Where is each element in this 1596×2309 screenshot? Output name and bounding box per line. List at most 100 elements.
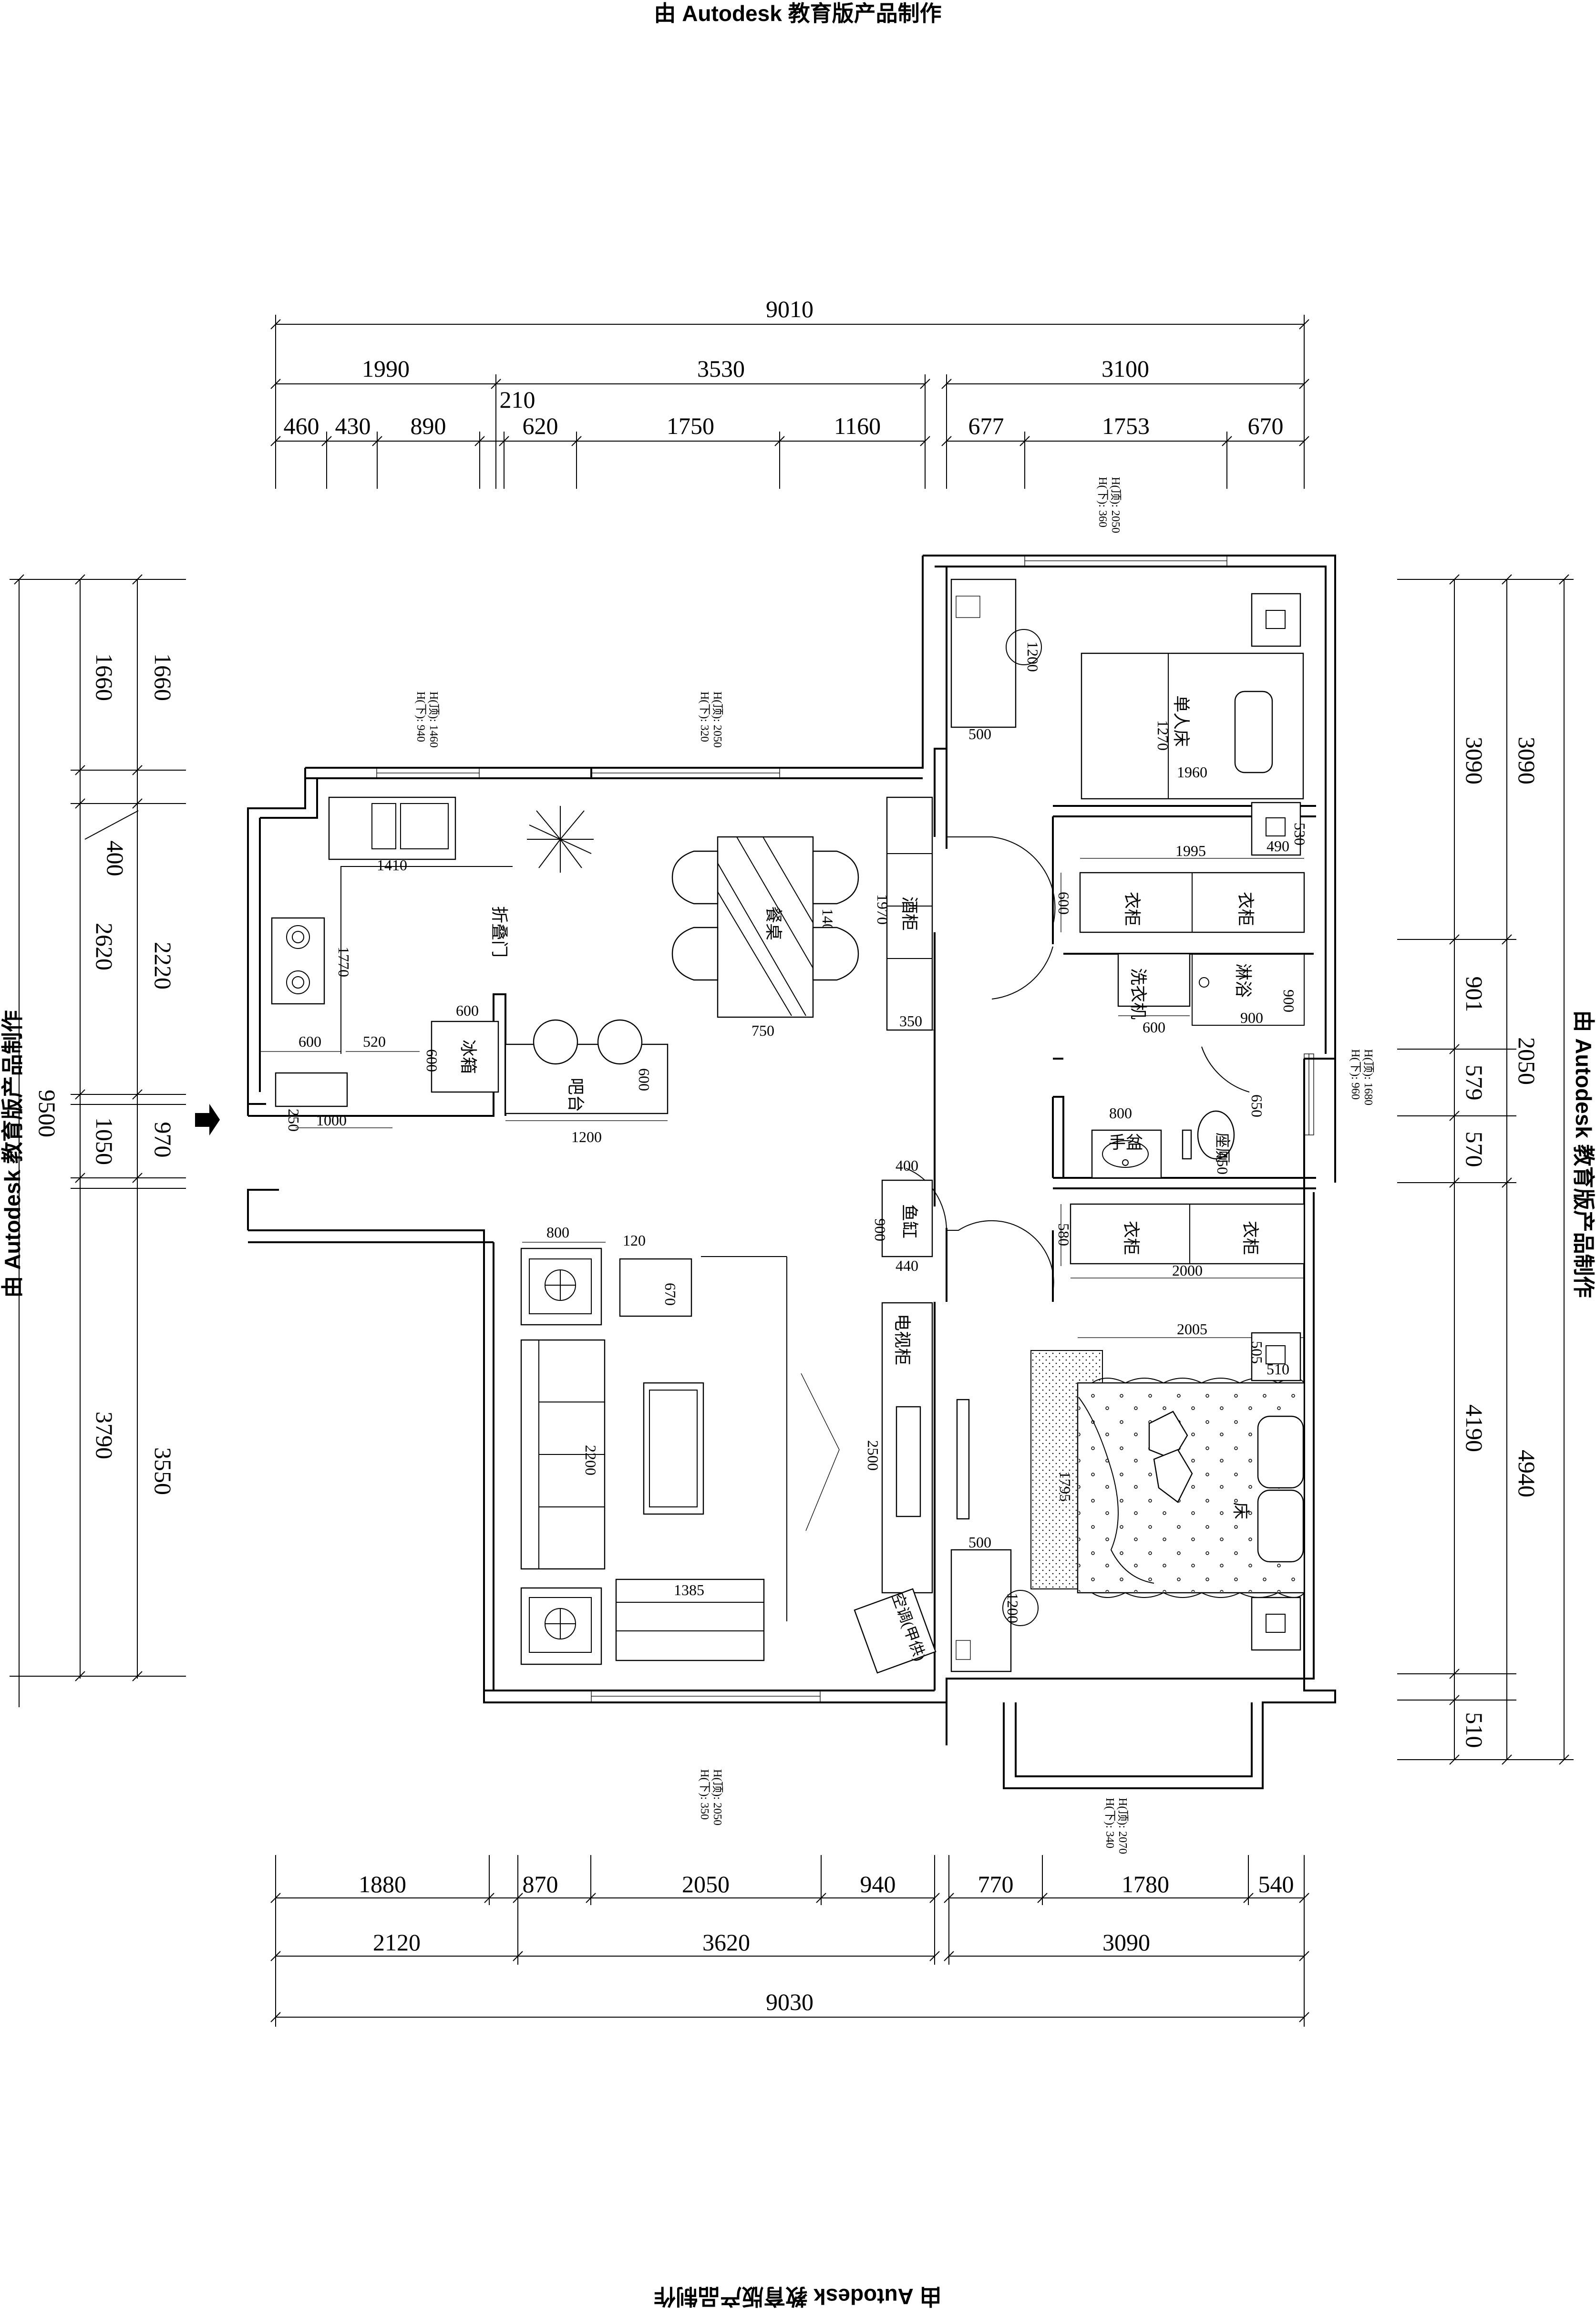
folding-door-label: 折叠门 [490,906,509,958]
bar-stool-1 [533,1019,578,1065]
fish-900: 900 [872,1218,889,1241]
note-dining-top: H(顶): 2050 [711,691,723,748]
pillow [1234,691,1273,773]
watermark-left: 由 Autodesk 教育版产品制作 [0,1010,25,1298]
chair-icon [1006,629,1042,665]
shower-label: 淋浴 [1234,963,1253,998]
dim-left-inner-4: 970 [150,1122,176,1158]
plant-icon [527,806,594,873]
dimensions-left: 1660 2620 1050 3790 1660 400 2220 970 35… [10,574,186,1707]
cushion-icon [1148,1411,1188,1460]
nightstand-3-dim: 505 [1248,1341,1266,1364]
dim-right-outer-2: 901 [1461,977,1488,1012]
sofa-dim: 2200 [582,1445,599,1475]
shower-w: 900 [1240,1009,1263,1026]
basin-counter [1091,1129,1162,1179]
dining-chair-3 [812,850,859,905]
armchair-2 [520,1587,602,1665]
dim-bottom-row1-6: 1780 [1122,1871,1169,1897]
dim-right-inner-3: 4940 [1514,1450,1540,1497]
wardrobe-2-depth: 580 [1055,1223,1072,1246]
sink-dim: 1410 [377,856,407,874]
dining-chair-4 [812,927,859,981]
k600a-dim: 600 [299,1033,321,1050]
dim-right-outer-5: 4190 [1461,1404,1488,1452]
bed-2-w: 1795 [1057,1471,1074,1502]
pillow-2a [1257,1415,1304,1489]
fish-440: 440 [896,1257,918,1274]
side-670: 670 [662,1283,679,1306]
note-dining-bottom: H(下): 320 [698,691,710,742]
bedroom-2: 580 衣柜 衣柜 2000 2005 床 1795 505 510 500 1… [950,1203,1305,1672]
dim-top-overall: 9010 [766,296,813,322]
shower [1192,953,1305,1026]
dim-bottom-row1-7: 540 [1258,1871,1294,1897]
dim-top-row2-2: 3530 [697,355,745,382]
watermark-right: 由 Autodesk 教育版产品制作 [1571,1010,1596,1298]
wardrobe-1a-label: 衣柜 [1122,892,1142,926]
counter-low [275,1072,348,1107]
kitchen: 1410 1770 600 520 250 1000 冰箱 600 600 折叠… [260,796,669,1145]
dining-label: 餐桌 [764,906,783,940]
basin-dim: 800 [1109,1104,1132,1122]
bar-stool-2 [597,1019,643,1065]
nightstand-3 [1251,1332,1301,1381]
dim-left-outer-1: 1660 [91,653,118,701]
single-bed-w: 1960 [1177,763,1207,781]
nightstand-1 [1251,593,1301,647]
dim-top-row3-3: 890 [411,412,446,439]
desk [950,578,1017,728]
coffee-table [643,1382,704,1515]
toilet-label: 座厕 [1214,1133,1231,1163]
counter-dim: 1770 [335,947,352,977]
dim-left-outer-3: 1050 [91,1117,118,1165]
fridge-w: 600 [456,1002,479,1019]
side-120: 120 [623,1232,646,1249]
fridge-label: 冰箱 [459,1040,478,1074]
wardrobe-2 [1070,1203,1305,1265]
wardrobe-1b-label: 衣柜 [1236,892,1255,926]
dim-top-row3-7: 677 [968,412,1004,439]
dimensions-bottom: 1880 870 2050 940 770 1780 540 2120 3620… [270,1855,1309,2027]
watermark-top: 由 Autodesk 教育版产品制作 [654,1,941,26]
dimensions-top: 9010 1990 3530 3100 210 460 430 890 620 … [270,296,1309,489]
k250-dim: 250 [285,1109,302,1132]
dining-table [717,836,814,1018]
armchair-1 [520,1247,602,1326]
dim-top-small: 210 [500,386,535,413]
dim-top-row2-3: 3100 [1102,355,1149,382]
desk-dim: 500 [968,725,991,742]
fridge-d: 600 [423,1049,441,1072]
k1000-dim: 1000 [316,1112,347,1129]
dim-right-outer-3: 579 [1461,1065,1488,1101]
single-bed-len: 1270 [1154,720,1172,751]
dimensions-right: 3090 901 579 570 4190 510 3090 2050 4940 [1397,574,1574,1765]
dim-left-outer-4: 3790 [91,1412,118,1459]
note-kitchen-top: H(顶): 1460 [427,691,440,748]
note-bedroom2-bottom: H(下): 340 [1103,1798,1116,1848]
single-bed-label: 单人床 [1172,695,1191,747]
desk-2-dim: 500 [968,1534,991,1551]
dim-bottom-row1-2: 870 [523,1871,558,1897]
bar-dim: 1200 [571,1128,602,1145]
dim-bottom-row2-2: 3620 [702,1929,750,1956]
burner-icon-2 [286,970,310,994]
nightstand-dim: 490 [1267,837,1289,855]
tv [896,1406,921,1517]
dim-top-row2-1: 1990 [362,355,410,382]
dim-bottom-row2-1: 2120 [373,1929,421,1956]
fish-tank-label: 鱼缸 [900,1204,919,1238]
nightstand-2 [1251,802,1301,856]
doors [906,836,1250,1293]
dining: 餐桌 750 1400 酒柜 1970 350 [527,796,935,1039]
dim-left-inner-1: 1660 [150,653,176,701]
wardrobe-1-depth: 600 [1055,892,1072,915]
bar-600: 600 [636,1068,653,1091]
dim-top-row3-4: 620 [523,412,558,439]
wine-len: 1970 [874,894,891,925]
dim-top-row3-2: 430 [335,412,371,439]
note-living-top: H(顶): 2050 [711,1769,723,1825]
nightstand-3-dim-b: 510 [1267,1361,1289,1378]
dim-bottom-row1-1: 1880 [359,1871,406,1897]
